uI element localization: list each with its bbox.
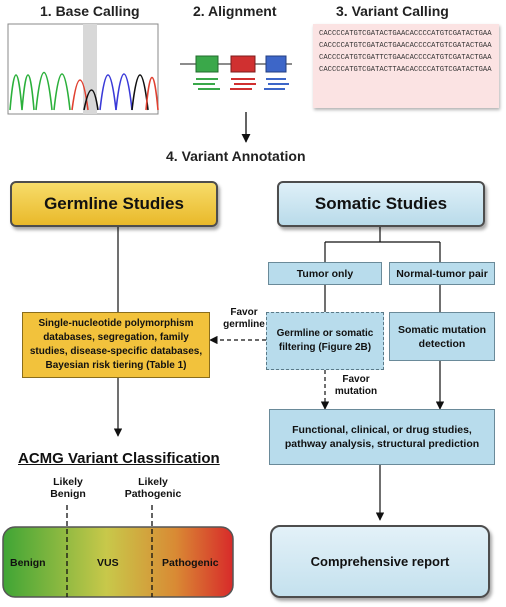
sequence-read: CACCCCATGTCGATACTTAACACCCCATGTCGATACTGAA (319, 66, 492, 74)
benign-label: Benign (10, 557, 46, 569)
sequence-read: CACCCCATGTCGATTCTGAACACCCCATGTCGATACTGAA (319, 54, 492, 62)
normal-tumor-pair-box: Normal-tumor pair (389, 262, 495, 285)
somatic-mutation-detection-box: Somatic mutation detection (389, 312, 495, 361)
variant-calling-sequence-panel: CACCCCATGTCGATACTGAACACCCCATGTCGATACTGAA… (313, 24, 499, 108)
germline-databases-box: Single-nucleotide polymorphism databases… (22, 312, 210, 378)
likely-pathogenic-label: Likely Pathogenic (124, 476, 182, 500)
likely-benign-label: Likely Benign (50, 476, 86, 500)
favor-germline-label: Favor germline (223, 307, 265, 330)
germline-somatic-filtering-box: Germline or somatic filtering (Figure 2B… (266, 312, 384, 370)
sequence-read: CACCCCATGTCGATACTGAACACCCCATGTCGATACTGAA (319, 30, 492, 38)
pathogenic-label: Pathogenic (162, 557, 219, 569)
step-variant-calling-title: 3. Variant Calling (336, 3, 449, 19)
favor-mutation-label: Favor mutation (334, 374, 378, 397)
sequence-read: CACCCCATGTCGATACTGAACACCCCATGTCGATACTGAA (319, 42, 492, 50)
comprehensive-report-box: Comprehensive report (270, 525, 490, 598)
chromatogram-icon (7, 23, 159, 115)
somatic-studies-box: Somatic Studies (277, 181, 485, 227)
germline-studies-box: Germline Studies (10, 181, 218, 227)
alignment-icon (180, 55, 292, 90)
functional-analysis-box: Functional, clinical, or drug studies, p… (269, 409, 495, 465)
acmg-classification-title: ACMG Variant Classification (18, 450, 220, 467)
step-alignment-title: 2. Alignment (193, 3, 277, 19)
step-variant-annotation-title: 4. Variant Annotation (166, 148, 306, 164)
tumor-only-box: Tumor only (268, 262, 382, 285)
acmg-scale-bar (2, 526, 234, 598)
vus-label: VUS (97, 557, 119, 569)
step-base-calling-title: 1. Base Calling (40, 3, 140, 19)
